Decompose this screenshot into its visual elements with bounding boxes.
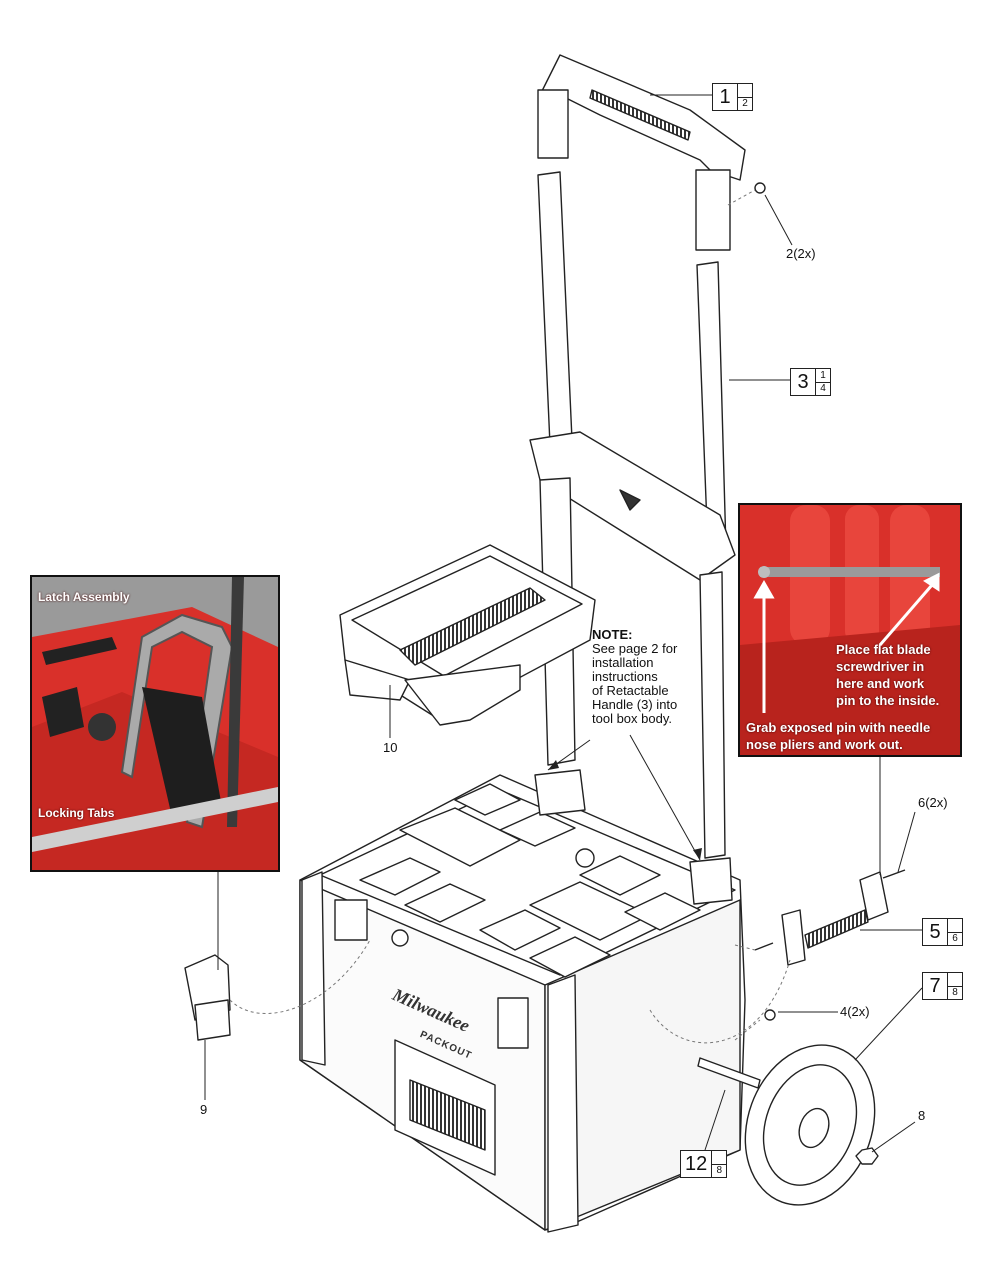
screw-part bbox=[754, 182, 766, 194]
hint-line: pin to the inside. bbox=[836, 693, 940, 708]
latch-assembly-label: Latch Assembly bbox=[38, 590, 130, 604]
locking-tabs-label: Locking Tabs bbox=[38, 806, 115, 820]
screw-part bbox=[764, 1009, 776, 1021]
hint-line: Place flat blade bbox=[836, 642, 931, 657]
hint-line: here and work bbox=[836, 676, 925, 691]
label-pin-6: 6(2x) bbox=[918, 795, 948, 810]
dashed-guides bbox=[229, 189, 791, 1044]
note-line: of Retactable bbox=[592, 683, 669, 698]
axle-part bbox=[697, 1057, 761, 1089]
note-line: installation bbox=[592, 655, 654, 670]
tray-part bbox=[339, 544, 596, 726]
installation-note: NOTE: See page 2 for installation instru… bbox=[592, 628, 712, 726]
wheel-part bbox=[744, 1044, 876, 1206]
hint-line: Grab exposed pin with needle bbox=[746, 720, 931, 735]
note-line: Handle (3) into bbox=[592, 697, 678, 712]
label-latch-9: 9 bbox=[200, 1102, 208, 1117]
latch-part bbox=[184, 954, 231, 1041]
latch-photo-art bbox=[32, 577, 278, 870]
latch-photo-inset: Latch Assembly Locking Tabs bbox=[30, 575, 280, 872]
leader-lines bbox=[204, 94, 923, 1153]
note-line: instructions bbox=[592, 669, 658, 684]
note-line: See page 2 for bbox=[592, 641, 678, 656]
hinge-part bbox=[781, 871, 889, 966]
label-screw-4: 4(2x) bbox=[840, 1004, 870, 1019]
label-screw-2: 2(2x) bbox=[786, 246, 816, 261]
arrowheads bbox=[548, 760, 702, 860]
callout-part-1: 1 2 bbox=[712, 83, 753, 111]
callout-part-12: 12 8 bbox=[680, 1150, 728, 1178]
hint-line: nose pliers and work out. bbox=[746, 737, 903, 752]
label-tray-10: 10 bbox=[383, 740, 398, 755]
hinge-pin-photo-inset: Place flat blade screwdriver in here and… bbox=[738, 503, 962, 757]
handle-grip-part bbox=[537, 54, 746, 251]
label-nut-8: 8 bbox=[918, 1108, 926, 1123]
screwdriver-hint: Place flat blade screwdriver in here and… bbox=[836, 641, 939, 709]
pin-part bbox=[882, 869, 906, 879]
pin-part bbox=[754, 942, 774, 951]
callout-part-5: 5 6 bbox=[922, 918, 963, 946]
callout-part-7: 7 8 bbox=[922, 972, 963, 1000]
note-heading: NOTE: bbox=[592, 627, 633, 642]
hinge-photo-art bbox=[740, 505, 960, 755]
pliers-hint: Grab exposed pin with needle nose pliers… bbox=[746, 719, 930, 753]
toolbox-body bbox=[299, 769, 746, 1233]
retractable-rail-part bbox=[529, 171, 736, 859]
hint-line: screwdriver in bbox=[836, 659, 925, 674]
photo-arrows bbox=[753, 572, 940, 713]
note-line: tool box body. bbox=[592, 711, 672, 726]
